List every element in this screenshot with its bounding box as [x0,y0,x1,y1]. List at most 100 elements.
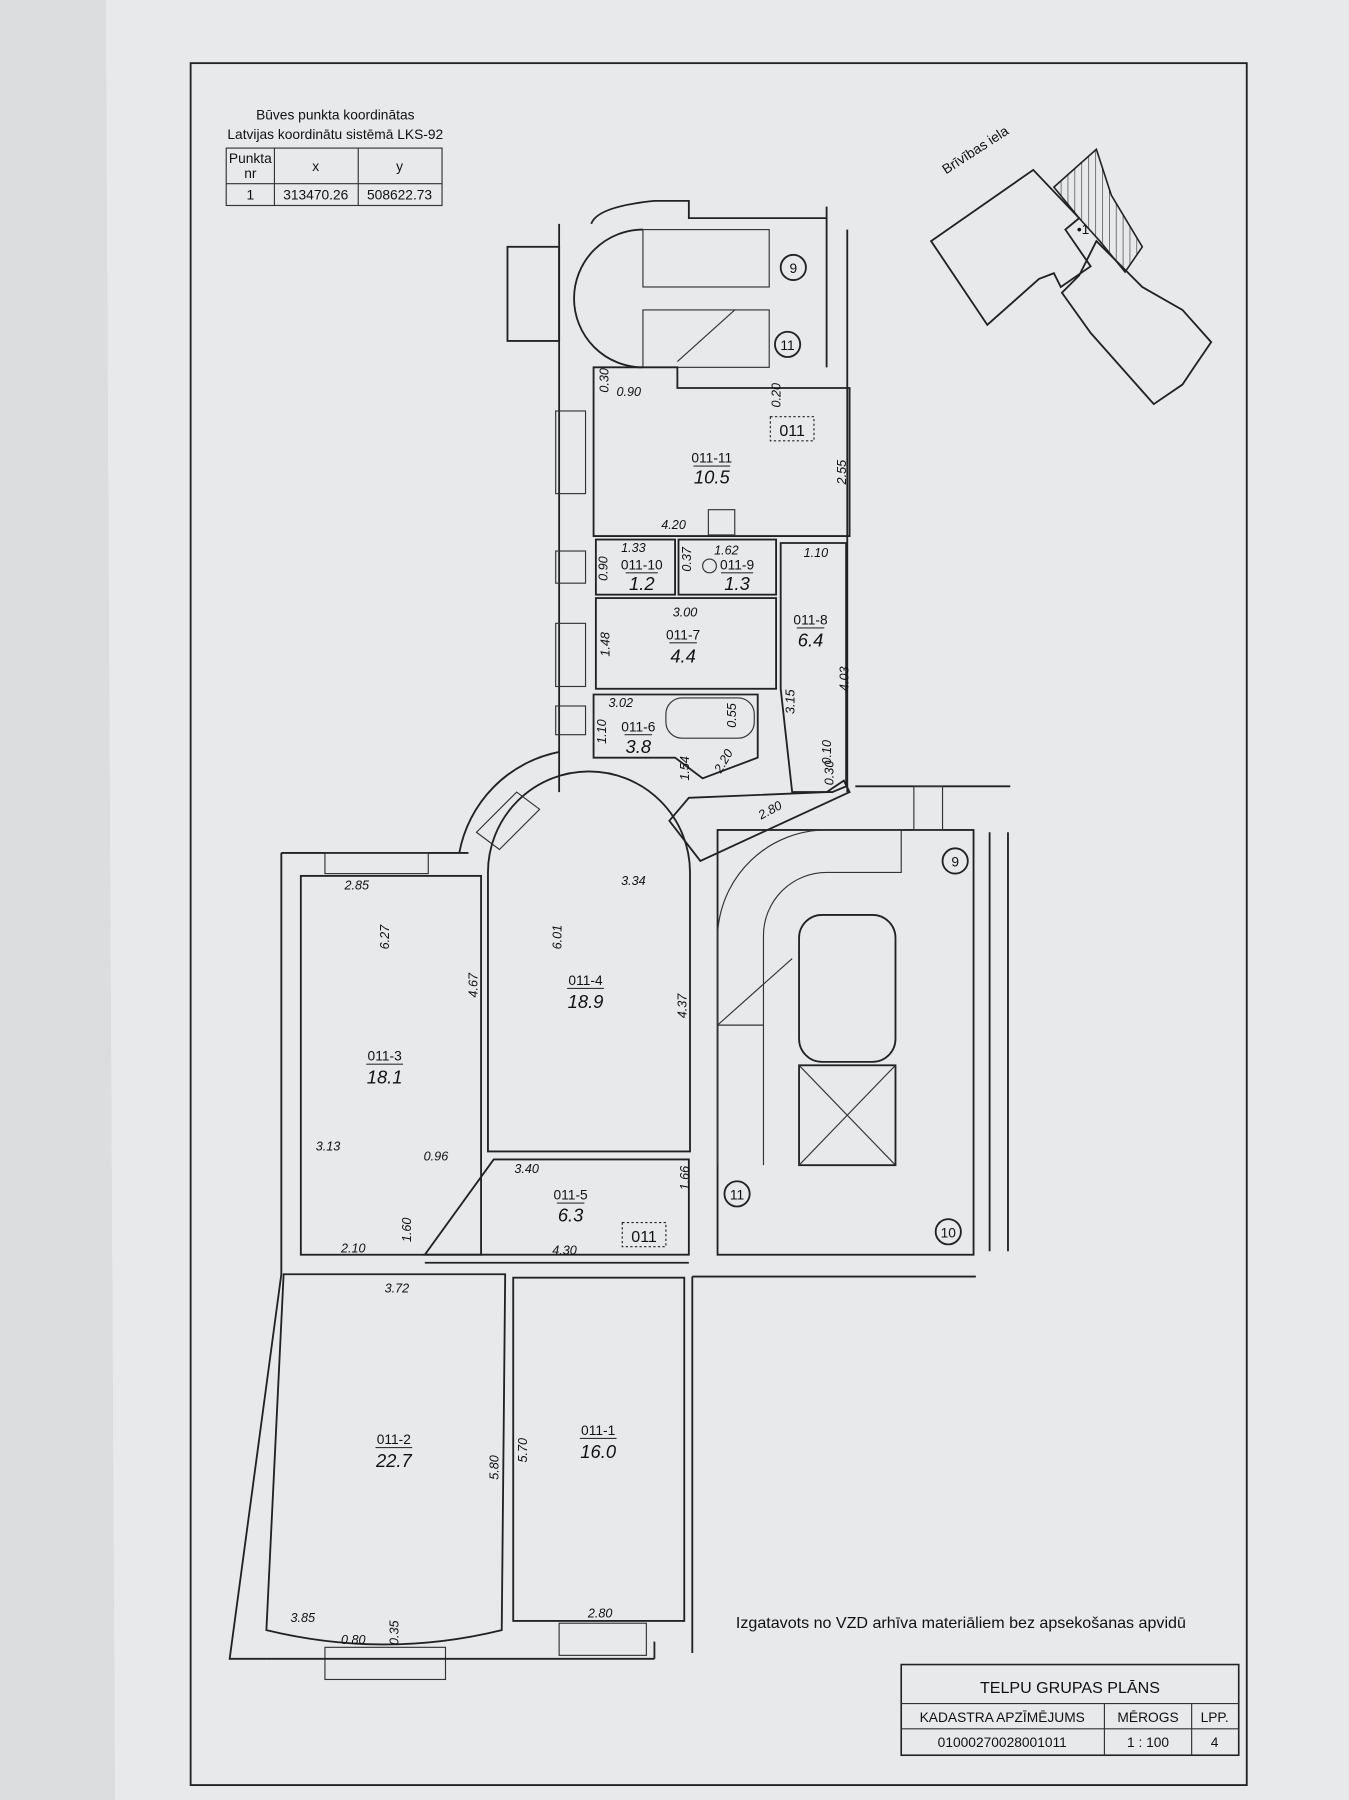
dimension: 3.00 [673,605,698,619]
svg-text:011-1: 011-1 [581,1423,615,1438]
room-outline-011-11 [592,366,851,538]
svg-text:011: 011 [631,1228,657,1246]
svg-text:011: 011 [779,422,805,440]
archive-note: Izgatavots no VZD arhīva materiāliem bez… [736,1614,1186,1632]
dimension: 0.10 [820,740,834,765]
room-011-5: 011-56.3 [554,1188,589,1226]
group-tag: 011 [769,416,815,442]
previous-page [0,0,115,1800]
header-x: x [312,159,319,174]
stair-marker: 11 [723,1180,751,1208]
scale-value: 1 : 100 [1127,1735,1169,1750]
dimension: 3.72 [385,1282,410,1296]
room-011-6: 011-63.8 [621,719,656,757]
room-011-3: 011-3 18.1 [366,1049,404,1088]
scale-header: MĒROGS [1117,1710,1178,1725]
room-011-9: 011-91.3 [720,557,754,594]
svg-text:011-10: 011-10 [621,557,663,572]
plan-title: TELPU GRUPAS PLĀNS [980,1679,1160,1697]
stair-marker: 9 [941,847,969,875]
cadastral-header: KADASTRA APZĪMĒJUMS [920,1710,1085,1725]
svg-text:18.9: 18.9 [568,991,604,1012]
room-011-10: 011-101.2 [621,557,663,594]
dimension: 6.27 [378,924,392,950]
dimension: 1.10 [595,719,609,744]
svg-text:011-5: 011-5 [554,1188,589,1203]
svg-text:011-8: 011-8 [793,612,828,627]
svg-text:11: 11 [780,338,794,353]
dimension: 3.15 [783,689,797,715]
dimension: 4.03 [837,667,851,692]
room-011-4: 011-4 18.9 [567,973,604,1012]
dimension: 0.80 [341,1633,366,1647]
svg-text:10.5: 10.5 [694,466,731,487]
svg-text:4.4: 4.4 [670,645,696,666]
svg-text:6.4: 6.4 [798,629,824,650]
group-tag: 011 [621,1222,667,1248]
svg-text:9: 9 [951,855,959,870]
dimension: 0.55 [725,702,739,728]
coordinates-title: Būves punkta koordinātas [256,107,415,122]
dimension: 5.80 [487,1455,501,1480]
dimension: 3.13 [316,1139,341,1153]
dimension: 0.20 [770,383,784,408]
cell-y: 508622.73 [367,188,432,203]
room-011-2: 011-2 22.7 [375,1432,413,1471]
paper-sheet [105,0,1349,1800]
stair-marker: 11 [774,330,802,358]
header-y: y [396,159,403,174]
svg-text:1.2: 1.2 [629,573,655,594]
svg-text:11: 11 [730,1188,744,1203]
svg-text:011-3: 011-3 [368,1049,403,1064]
dimension: 3.02 [608,696,633,710]
svg-text:011-6: 011-6 [621,719,656,734]
dimension: 0.35 [387,1619,401,1645]
dimension: 2.55 [835,459,849,486]
drawing-frame [189,62,1248,1786]
stair-marker: 9 [779,253,807,282]
dimension: 2.10 [340,1241,366,1255]
svg-text:16.0: 16.0 [580,1441,617,1462]
header-nr: nr [244,166,257,181]
dimension: 1.62 [714,543,739,557]
dimension: 3.40 [514,1162,539,1176]
dimension: 1.60 [400,1218,414,1243]
cell-x: 313470.26 [283,188,348,203]
svg-text:1.3: 1.3 [724,573,750,594]
coordinates-subtitle: Latvijas koordinātu sistēmā LKS-92 [227,127,443,142]
svg-text:10: 10 [941,1226,957,1241]
dimension: 3.85 [291,1611,317,1625]
dimension: 2.80 [587,1606,613,1620]
title-block: TELPU GRUPAS PLĀNS KADASTRA APZĪMĒJUMS M… [900,1663,1240,1757]
dimension: 0.30 [822,761,836,786]
dimension: 1.33 [621,541,646,555]
stair-marker: 10 [934,1218,962,1246]
dimension: 1.66 [678,1165,692,1191]
room-011-7: 011-7 4.4 [666,627,700,666]
svg-text:011-7: 011-7 [666,627,700,642]
svg-text:18.1: 18.1 [367,1067,403,1088]
header-punkta: Punkta [229,151,272,166]
dimension: 2.85 [343,879,370,893]
dimension: 5.70 [516,1438,530,1463]
dimension-labels: 0.30 0.90 0.20 2.55 4.20 1.33 0.90 0.37 … [291,368,852,1647]
dimension: 6.01 [550,925,564,950]
dimension: 4.30 [552,1244,577,1258]
svg-text:22.7: 22.7 [375,1450,413,1471]
coordinates-table: Būves punkta koordinātas Latvijas koordi… [225,107,443,207]
svg-text:6.3: 6.3 [558,1204,584,1225]
svg-text:011-4: 011-4 [568,973,603,988]
dimension: 0.37 [680,546,694,572]
dimension: 1.48 [599,632,613,657]
dimension: 4.37 [676,993,690,1019]
point-marker: •1 [1077,222,1089,237]
dimension: 0.90 [617,385,642,399]
svg-text:011-9: 011-9 [720,557,754,572]
page-header: LPP. [1201,1710,1229,1725]
dimension: 0.90 [596,556,610,581]
page-number: 4 [1211,1735,1219,1750]
svg-text:011-2: 011-2 [377,1432,411,1447]
dimension: 1.54 [678,756,692,781]
cell-nr: 1 [247,188,255,203]
